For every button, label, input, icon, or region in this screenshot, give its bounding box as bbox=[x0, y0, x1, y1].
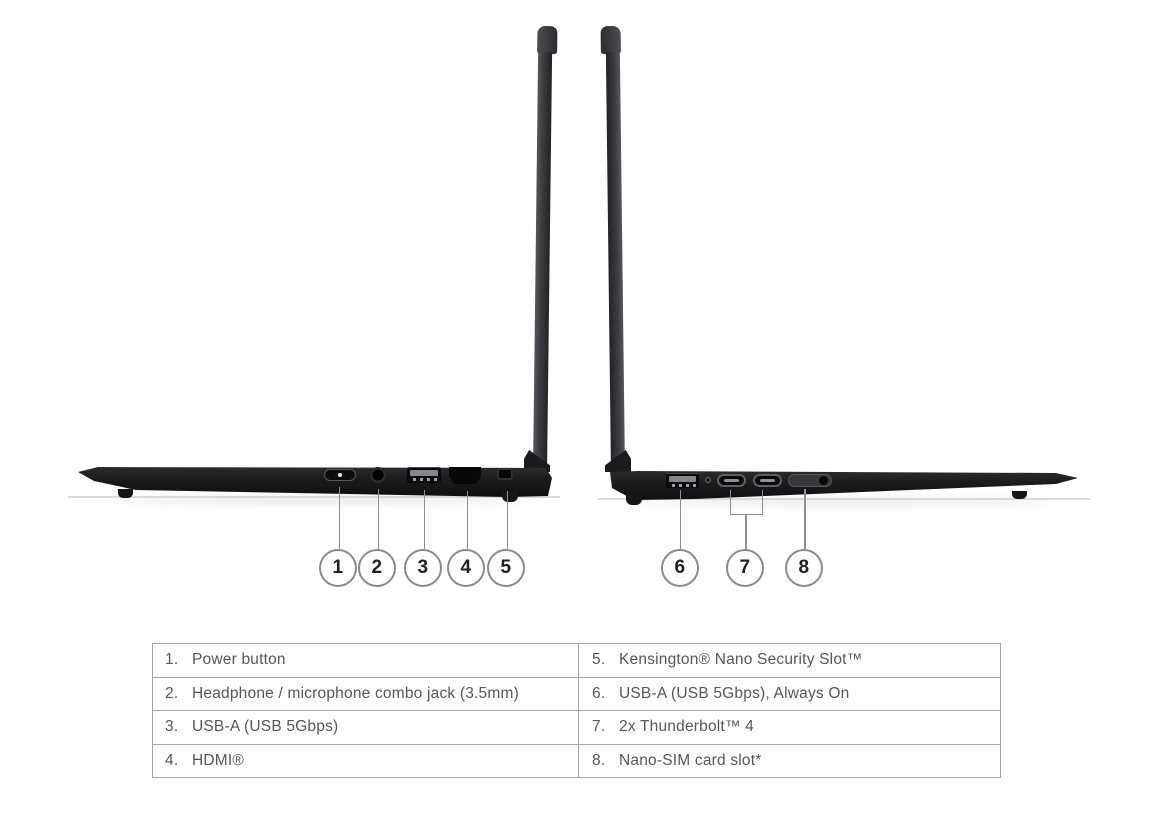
table-row: 4. HDMI® 8. Nano-SIM card slot* bbox=[153, 744, 1000, 778]
callout-bracket-bottom bbox=[729, 513, 763, 515]
table-row: 1. Power button 5. Kensington® Nano Secu… bbox=[153, 644, 1000, 678]
table-row: 3. USB-A (USB 5Gbps) 7. 2x Thunderbolt™ … bbox=[153, 711, 1000, 745]
callout-bracket-right bbox=[761, 490, 763, 515]
legend-num: 6. bbox=[592, 684, 606, 702]
callout-circle-2: 2 bbox=[358, 549, 396, 587]
callout-line-6 bbox=[679, 490, 681, 549]
usb-a-tongue bbox=[410, 470, 438, 476]
legend-cell-2: 2. Headphone / microphone combo jack (3.… bbox=[153, 677, 579, 710]
callout-number-1: 1 bbox=[332, 557, 344, 578]
table-row: 2. Headphone / microphone combo jack (3.… bbox=[153, 677, 1000, 711]
callout-bracket-left bbox=[729, 490, 731, 515]
legend-label: HDMI® bbox=[192, 751, 245, 769]
hdmi-port bbox=[449, 467, 481, 484]
legend-label: USB-A (USB 5Gbps) bbox=[192, 718, 339, 736]
left-laptop-shadow bbox=[120, 497, 530, 503]
callout-circle-3: 3 bbox=[404, 549, 442, 587]
right-lid-panel bbox=[605, 51, 626, 474]
right-laptop-lid bbox=[600, 25, 626, 474]
ports-legend-table: 1. Power button 5. Kensington® Nano Secu… bbox=[152, 643, 1001, 778]
usb-a-always-on-port bbox=[666, 473, 699, 488]
thunderbolt-port-1 bbox=[717, 474, 746, 487]
callout-line-4 bbox=[466, 491, 468, 549]
left-laptop-lid bbox=[532, 25, 558, 474]
callout-number-5: 5 bbox=[500, 557, 512, 578]
legend-label: Headphone / microphone combo jack (3.5mm… bbox=[192, 684, 519, 702]
power-button bbox=[324, 469, 356, 481]
callout-number-7: 7 bbox=[739, 557, 751, 578]
usb-a-tongue bbox=[669, 476, 696, 482]
legend-num: 3. bbox=[165, 718, 179, 736]
callout-line-7 bbox=[745, 515, 747, 549]
power-button-dot bbox=[338, 473, 342, 477]
legend-label: 2x Thunderbolt™ 4 bbox=[619, 718, 754, 736]
callout-number-3: 3 bbox=[417, 557, 429, 578]
callout-circle-6: 6 bbox=[661, 549, 699, 587]
callout-number-4: 4 bbox=[460, 557, 472, 578]
legend-cell-7: 7. 2x Thunderbolt™ 4 bbox=[579, 711, 1000, 744]
left-lid-camera-cap bbox=[537, 25, 558, 55]
callout-circle-5: 5 bbox=[487, 549, 525, 587]
legend-label: Kensington® Nano Security Slot™ bbox=[619, 651, 863, 669]
callout-line-8 bbox=[804, 489, 806, 549]
callout-line-3 bbox=[423, 490, 425, 549]
left-laptop-rear-foot bbox=[502, 492, 518, 502]
legend-num: 2. bbox=[165, 684, 179, 702]
legend-label: USB-A (USB 5Gbps), Always On bbox=[619, 684, 850, 702]
callout-circle-8: 8 bbox=[785, 549, 823, 587]
kensington-slot bbox=[497, 468, 513, 480]
usb-a-port bbox=[407, 467, 441, 483]
callout-circle-7: 7 bbox=[726, 549, 764, 587]
callout-line-1 bbox=[338, 487, 340, 549]
left-lid-panel bbox=[532, 51, 553, 474]
legend-label: Power button bbox=[192, 651, 286, 669]
headphone-jack-port bbox=[370, 467, 386, 483]
legend-num: 5. bbox=[592, 651, 606, 669]
callout-circle-1: 1 bbox=[319, 549, 357, 587]
thunderbolt-port-2 bbox=[753, 474, 782, 487]
left-laptop-base bbox=[78, 467, 552, 497]
legend-num: 7. bbox=[592, 718, 606, 736]
right-laptop-front-foot bbox=[1012, 491, 1027, 499]
callout-line-5 bbox=[506, 491, 508, 549]
right-laptop-shadow bbox=[640, 499, 1050, 505]
legend-cell-1: 1. Power button bbox=[153, 644, 579, 677]
callout-number-8: 8 bbox=[798, 557, 810, 578]
left-ground-line bbox=[68, 496, 560, 498]
callout-line-2 bbox=[377, 489, 379, 549]
legend-cell-3: 3. USB-A (USB 5Gbps) bbox=[153, 711, 579, 744]
legend-num: 4. bbox=[165, 751, 179, 769]
legend-num: 1. bbox=[165, 651, 179, 669]
sim-eject-hole bbox=[819, 476, 828, 485]
legend-cell-4: 4. HDMI® bbox=[153, 744, 579, 777]
right-lid-camera-cap bbox=[600, 25, 621, 55]
right-laptop-rear-foot bbox=[626, 495, 642, 505]
callout-number-2: 2 bbox=[371, 557, 383, 578]
legend-cell-8: 8. Nano-SIM card slot* bbox=[579, 745, 1000, 778]
legend-label: Nano-SIM card slot* bbox=[619, 751, 762, 769]
right-ground-line bbox=[598, 498, 1090, 500]
nano-sim-tray bbox=[788, 474, 832, 487]
legend-num: 8. bbox=[592, 751, 606, 769]
legend-cell-6: 6. USB-A (USB 5Gbps), Always On bbox=[579, 678, 1000, 711]
left-laptop-front-foot bbox=[118, 489, 133, 498]
callout-number-6: 6 bbox=[674, 557, 686, 578]
callout-circle-4: 4 bbox=[447, 549, 485, 587]
legend-cell-5: 5. Kensington® Nano Security Slot™ bbox=[579, 644, 1000, 677]
charging-led bbox=[705, 477, 711, 483]
